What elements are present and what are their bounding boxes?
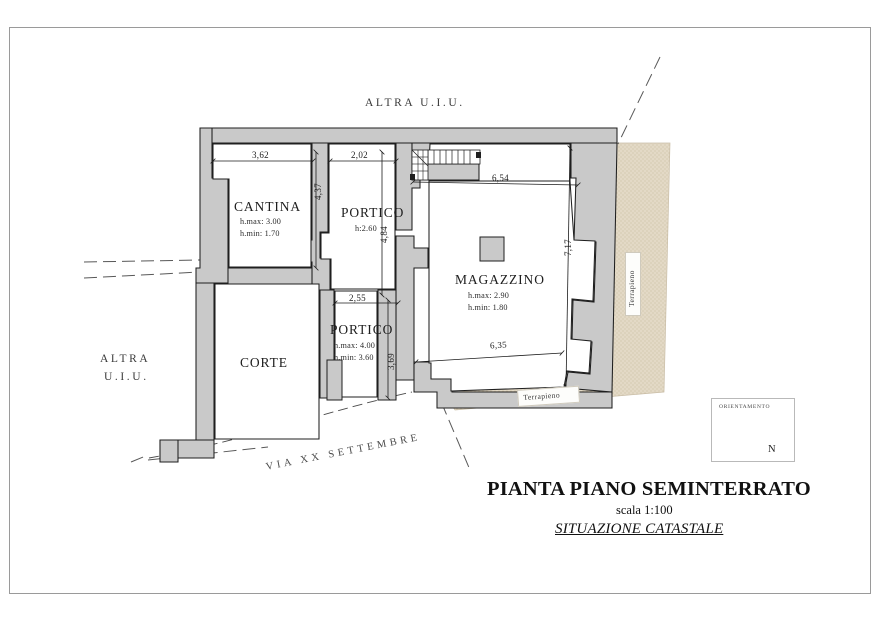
room-label-cantina: CANTINA (234, 199, 302, 214)
dimension-portico-upper-width: 2,02 (351, 150, 368, 160)
room-interiors (213, 144, 595, 439)
dimension-portico-lower-height: 3,69 (386, 353, 396, 370)
staircase (410, 149, 481, 181)
room-label-magazzino: MAGAZZINO (455, 272, 545, 287)
orientation-box (711, 398, 795, 462)
room-height-magazzino-max: h.max: 2.90 (468, 291, 510, 300)
orientation-title: ORIENTAMENTO (719, 404, 771, 410)
column-pillar (479, 236, 505, 262)
north-label: N (768, 444, 776, 455)
annotation-altra-uiu-left-line2: U.I.U. (104, 371, 149, 383)
room-height-magazzino-min: h.min: 1.80 (468, 303, 508, 312)
room-label-portico-lower: PORTICO (330, 322, 394, 337)
terrapieno-vertical-label-box (625, 252, 641, 316)
drawing-scale: scala 1:100 (616, 503, 673, 517)
room-height-portico-lower-max: h.max: 4.00 (334, 341, 376, 350)
room-label-portico-upper: PORTICO (341, 205, 405, 220)
room-height-portico-upper: h:2.60 (355, 224, 377, 233)
dimension-magazzino-bottom: 6,35 (489, 339, 508, 351)
dimension-portico-upper-height: 4,84 (379, 226, 389, 243)
dimension-magazzino-right: 7,17 (563, 239, 573, 256)
drawing-situation: SITUAZIONE CATASTALE (555, 521, 724, 537)
corte-pier (326, 359, 343, 401)
room-height-portico-lower-min: h.min: 3.60 (334, 353, 374, 362)
page-border-frame (9, 27, 871, 594)
annotation-altra-uiu-top: ALTRA U.I.U. (365, 97, 465, 109)
room-height-cantina-min: h.min: 1.70 (240, 229, 280, 238)
dimension-magazzino-top: 6,54 (492, 173, 509, 183)
dimension-portico-lower-width: 2,55 (349, 293, 366, 303)
dimension-cantina-height: 4,37 (313, 183, 323, 200)
dimension-lines (210, 145, 581, 401)
room-label-corte: CORTE (240, 355, 288, 370)
annotation-terrapieno-vertical: Terrapieno (627, 270, 636, 307)
dimension-cantina-width: 3,62 (252, 150, 269, 160)
drawing-title: PIANTA PIANO SEMINTERRATO (487, 478, 811, 500)
room-height-cantina-max: h.max: 3.00 (240, 217, 282, 226)
annotation-altra-uiu-left-line1: ALTRA (100, 353, 151, 365)
